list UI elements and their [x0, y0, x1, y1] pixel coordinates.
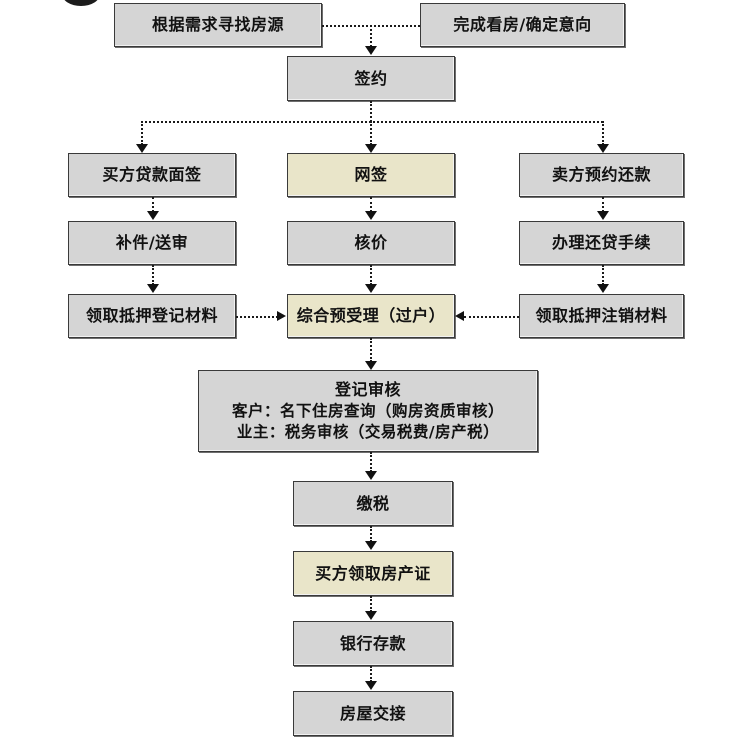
- edge-mortgage-cancel-to-comprehensive: [464, 316, 519, 318]
- node-pay-tax[interactable]: 缴税: [293, 481, 453, 526]
- node-house-handover[interactable]: 房屋交接: [293, 691, 453, 736]
- node-online-sign[interactable]: 网签: [287, 153, 455, 197]
- arrowhead-mortgage-cancel-docs: [597, 284, 609, 293]
- edge-price-check-to-comprehensive: [370, 265, 372, 285]
- arrowhead-comprehensive-right: [455, 311, 464, 321]
- arrowhead-comprehensive-left: [277, 311, 286, 321]
- edge-bus-to-buyer-loan-sign: [141, 121, 143, 145]
- arrowhead-online-sign: [365, 144, 377, 153]
- node-comprehensive-acceptance[interactable]: 综合预受理（过户）: [287, 294, 455, 338]
- edge-seller-prepay-to-loan-repay: [602, 197, 604, 212]
- arrowhead-loan-repay-proc: [597, 211, 609, 220]
- registration-audit-line-1: 登记审核: [334, 380, 401, 400]
- node-mortgage-registration-docs[interactable]: 领取抵押登记材料: [68, 294, 236, 338]
- edge-mortgage-reg-to-comprehensive: [236, 316, 278, 318]
- arrowhead-seller-prepay: [597, 144, 609, 153]
- node-supplement-audit[interactable]: 补件/送审: [68, 221, 236, 265]
- arrowhead-house-handover: [365, 681, 377, 690]
- arrowhead-comprehensive-top: [365, 284, 377, 293]
- edge-sign-contract-trunk: [370, 101, 372, 122]
- arrowhead-sign-contract: [365, 46, 377, 55]
- edge-buyer-loan-to-supplement: [152, 197, 154, 212]
- corner-ellipse-decoration: [62, 0, 100, 6]
- edge-loan-repay-to-mortgage-can: [602, 265, 604, 285]
- edge-pay-tax-to-buyer-cert: [370, 526, 372, 542]
- node-price-check[interactable]: 核价: [287, 221, 455, 265]
- node-sign-contract[interactable]: 签约: [287, 56, 455, 101]
- arrowhead-pay-tax: [365, 471, 377, 480]
- edge-supplement-to-mortgage-reg: [152, 265, 154, 285]
- arrowhead-buyer-loan-sign: [136, 144, 148, 153]
- node-buyer-get-certificate[interactable]: 买方领取房产证: [293, 551, 453, 596]
- registration-audit-line-3: 业主：税务审核（交易税费/房产税）: [236, 422, 500, 441]
- node-mortgage-cancellation-docs[interactable]: 领取抵押注销材料: [519, 294, 684, 338]
- node-seller-prepay[interactable]: 卖方预约还款: [519, 153, 684, 197]
- arrowhead-mortgage-reg-docs: [147, 284, 159, 293]
- node-registration-audit[interactable]: 登记审核 客户：名下住房查询（购房资质审核） 业主：税务审核（交易税费/房产税）: [198, 370, 538, 452]
- edge-to-sign-contract: [370, 25, 372, 47]
- edge-bank-deposit-to-handover: [370, 666, 372, 682]
- node-loan-repay-procedure[interactable]: 办理还贷手续: [519, 221, 684, 265]
- edge-bus-to-online-sign: [370, 121, 372, 145]
- arrowhead-registration-audit: [365, 361, 377, 370]
- registration-audit-line-2: 客户：名下住房查询（购房资质审核）: [231, 401, 504, 420]
- arrowhead-bank-deposit: [365, 611, 377, 620]
- edge-comprehensive-to-registration-audit: [370, 338, 372, 362]
- node-bank-deposit[interactable]: 银行存款: [293, 621, 453, 666]
- node-find-house[interactable]: 根据需求寻找房源: [114, 3, 322, 47]
- edge-buyer-cert-to-bank-deposit: [370, 596, 372, 612]
- edge-online-sign-to-price-check: [370, 197, 372, 212]
- node-viewing-intent[interactable]: 完成看房/确定意向: [420, 3, 625, 47]
- arrowhead-price-check: [365, 211, 377, 220]
- arrowhead-supplement-audit: [147, 211, 159, 220]
- edge-registration-audit-to-pay-tax: [370, 452, 372, 472]
- edge-sign-contract-bus: [141, 121, 603, 123]
- arrowhead-buyer-get-cert: [365, 541, 377, 550]
- edge-bus-to-seller-prepay: [602, 121, 604, 145]
- node-buyer-loan-sign[interactable]: 买方贷款面签: [68, 153, 236, 197]
